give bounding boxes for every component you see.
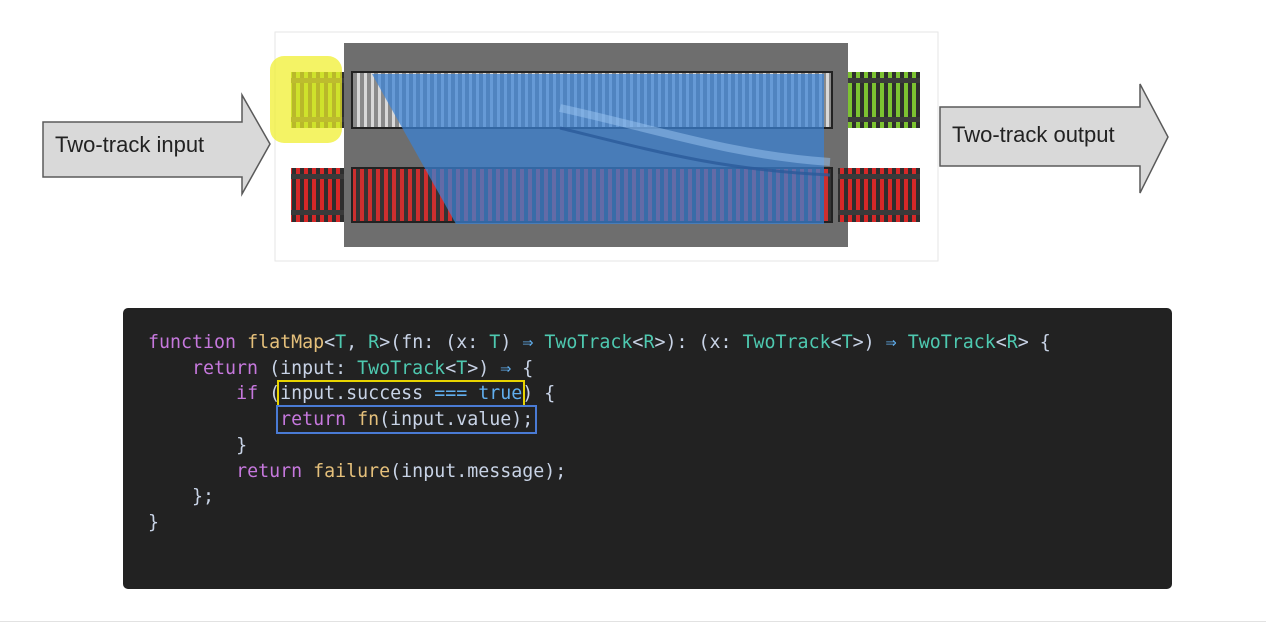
token: < xyxy=(445,357,457,379)
type-name: TwoTrack xyxy=(357,357,446,379)
code-line-5: } xyxy=(148,435,247,456)
param-name: input xyxy=(280,357,336,379)
token: < xyxy=(324,332,336,353)
call-arguments: (input.value); xyxy=(379,409,534,431)
code-line-1: function flatMap<T, R>(fn: (x: T) ⇒ TwoT… xyxy=(148,332,1051,353)
token: ): ( xyxy=(665,332,710,353)
space xyxy=(533,332,544,353)
token: ( xyxy=(390,332,402,353)
type-param: T xyxy=(841,332,853,353)
code-block: function flatMap<T, R>(fn: (x: T) ⇒ TwoT… xyxy=(123,308,1172,589)
code-line-4: return fn(input.value); xyxy=(148,405,538,435)
code-line-3: if (input.success === true) { xyxy=(148,380,556,408)
token: : xyxy=(720,332,743,353)
token: : xyxy=(467,332,490,353)
code-line-6: return failure(input.message); xyxy=(148,461,566,482)
token: ) { xyxy=(522,383,556,405)
space xyxy=(897,332,908,353)
space xyxy=(346,409,357,430)
type-name: TwoTrack xyxy=(544,332,633,353)
type-param: R xyxy=(368,332,380,353)
function-name: flatMap xyxy=(247,332,325,353)
two-track-diagram: Two-track input Two-track output xyxy=(42,31,1169,262)
token: ) xyxy=(478,357,501,379)
token: }; xyxy=(192,486,215,508)
output-arrow-label: Two-track output xyxy=(952,122,1115,147)
type-name: T xyxy=(489,332,501,353)
code-line-2: return (input: TwoTrack<T>) ⇒ { xyxy=(148,358,533,379)
keyword-if: if xyxy=(236,383,259,405)
condition-expression: input.success xyxy=(280,383,435,405)
type-param: T xyxy=(456,357,468,379)
token: ( xyxy=(258,357,281,379)
token: ) xyxy=(500,332,523,353)
token: ( xyxy=(258,383,281,405)
token: ) xyxy=(863,332,886,353)
space xyxy=(302,461,313,482)
token: > xyxy=(654,332,666,353)
arrow-operator: ⇒ xyxy=(500,357,512,379)
code-text: function flatMap<T, R>(fn: (x: T) ⇒ TwoT… xyxy=(148,330,1172,536)
token: > xyxy=(467,357,479,379)
arrow-operator: ⇒ xyxy=(522,332,534,353)
arrow-operator: ⇒ xyxy=(885,332,897,353)
input-arrow: Two-track input xyxy=(42,92,271,197)
keyword-function: function xyxy=(148,332,237,353)
keyword-return: return xyxy=(192,357,259,379)
token: } xyxy=(148,511,160,533)
condition-highlight: input.success === true xyxy=(277,380,526,408)
type-name: TwoTrack xyxy=(907,332,996,353)
outgoing-success-track xyxy=(848,72,920,128)
token: > xyxy=(852,332,864,353)
param-name: fn xyxy=(401,332,424,353)
token: } xyxy=(236,434,248,456)
yellow-highlight xyxy=(270,56,342,143)
code-line-7: }; xyxy=(148,486,214,507)
type-param: R xyxy=(1006,332,1018,353)
switch-curve xyxy=(559,126,831,177)
incoming-failure-track xyxy=(291,168,347,222)
space xyxy=(467,383,478,404)
token: < xyxy=(632,332,644,353)
param-name: x xyxy=(709,332,721,353)
blue-overlay xyxy=(372,74,824,224)
return-call-highlight: return fn(input.value); xyxy=(276,405,538,435)
token: > xyxy=(379,332,391,353)
token: : xyxy=(335,357,358,379)
type-name: TwoTrack xyxy=(742,332,831,353)
equality-operator: === xyxy=(434,383,468,405)
param-name: x xyxy=(456,332,468,353)
call-arguments: (input.message); xyxy=(390,460,567,482)
input-arrow-label: Two-track input xyxy=(55,132,204,157)
token: : ( xyxy=(423,332,457,353)
token: < xyxy=(995,332,1007,353)
type-param: R xyxy=(643,332,655,353)
token: , xyxy=(346,332,369,353)
keyword-return: return xyxy=(280,409,347,431)
boolean-literal: true xyxy=(478,383,523,405)
token: { xyxy=(511,357,534,379)
type-param: T xyxy=(335,332,347,353)
outgoing-failure-track xyxy=(838,168,920,222)
code-line-8: } xyxy=(148,512,159,533)
output-arrow: Two-track output xyxy=(939,83,1169,194)
function-call: failure xyxy=(313,460,391,482)
token: > xyxy=(1017,332,1029,353)
token: { xyxy=(1028,332,1051,353)
keyword-return: return xyxy=(236,460,303,482)
token: < xyxy=(830,332,842,353)
function-call: fn xyxy=(357,409,380,431)
divider xyxy=(0,621,1266,622)
